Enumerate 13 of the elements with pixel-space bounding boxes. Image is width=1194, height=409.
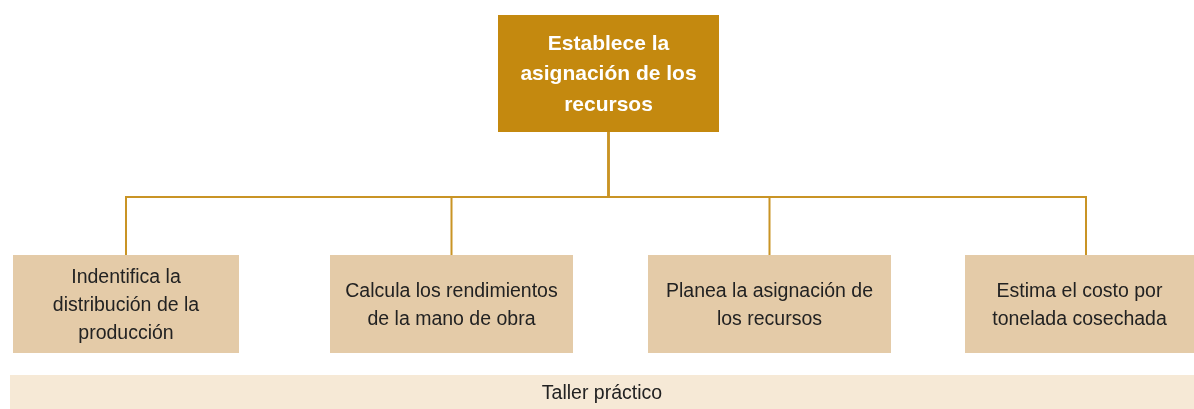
box-label: Establece la asignación de los recursos (519, 29, 698, 117)
process-box (13, 255, 239, 353)
process-box (965, 255, 1194, 353)
box-label: Planea la asignación de los recursos (664, 277, 875, 331)
box-label: Indentifica la distribución de la producción (51, 263, 201, 346)
box-label: Taller práctico (541, 379, 663, 405)
title-box (498, 15, 719, 132)
process-box (648, 255, 891, 353)
footer-band (10, 375, 1194, 409)
box-label: Calcula los rendimientos de la mano de obra (344, 277, 559, 331)
connector-line (607, 131, 1087, 256)
box-label: Estima el costo por tonelada cosechada (991, 277, 1168, 331)
process-box (330, 255, 573, 353)
